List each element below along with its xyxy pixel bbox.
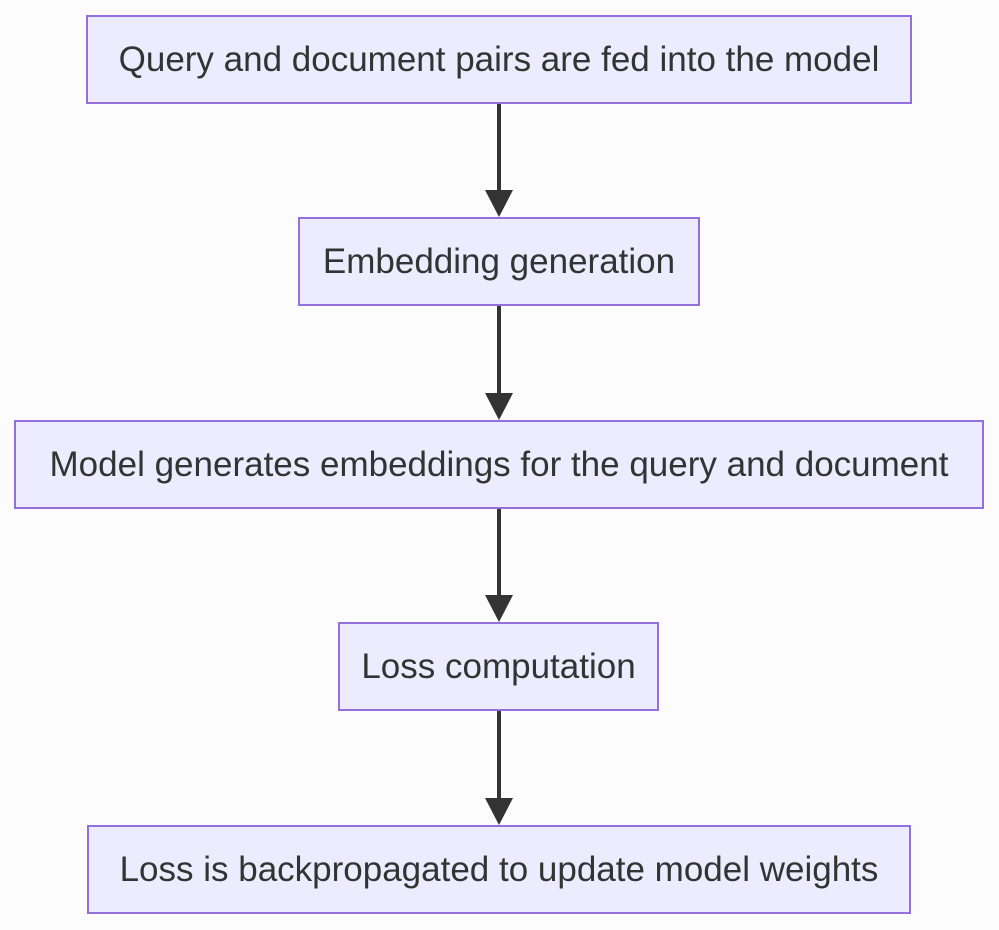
step-label: Loss is backpropagated to update model w…: [119, 850, 879, 889]
step-embedding-generation-node: Embedding generation: [298, 217, 700, 306]
step-label: Query and document pairs are fed into th…: [118, 40, 880, 79]
step-label: Loss computation: [361, 647, 636, 686]
arrow-3-to-4: [485, 509, 513, 622]
arrow-4-to-5: [485, 711, 513, 825]
step-model-embeddings-node: Model generates embeddings for the query…: [14, 420, 984, 509]
step-label: Model generates embeddings for the query…: [49, 445, 949, 484]
step-label: Embedding generation: [322, 242, 676, 281]
step-input-pairs-node: Query and document pairs are fed into th…: [86, 15, 912, 104]
arrow-2-to-3: [485, 306, 513, 420]
arrow-1-to-2: [485, 104, 513, 217]
step-loss-computation-node: Loss computation: [338, 622, 659, 711]
step-backpropagation-node: Loss is backpropagated to update model w…: [87, 825, 911, 914]
